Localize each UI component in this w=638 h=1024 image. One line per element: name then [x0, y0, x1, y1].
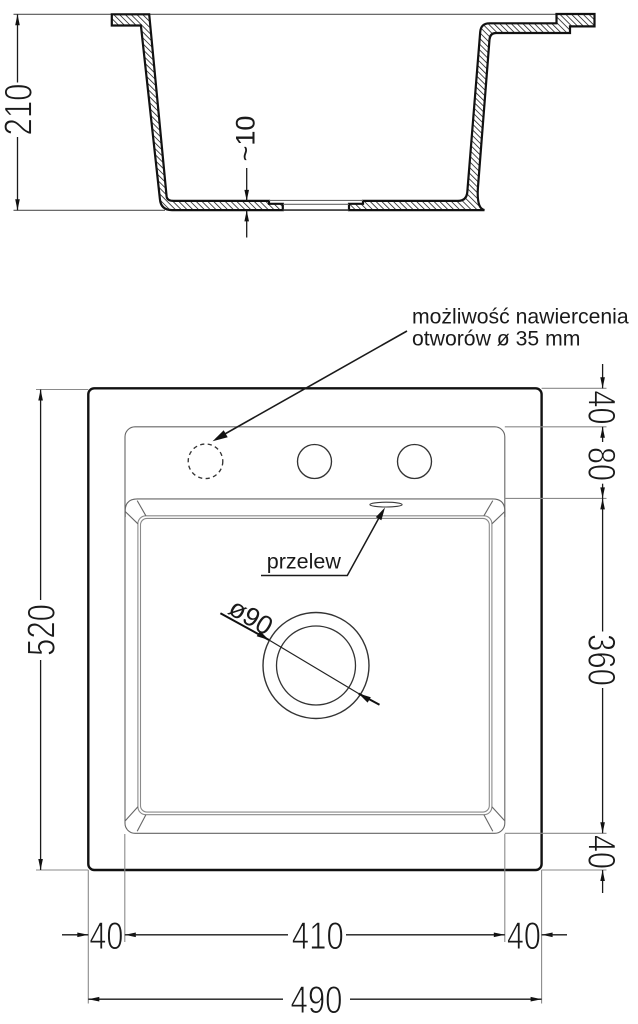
svg-text:490: 490 — [291, 979, 343, 1022]
svg-text:możliwość nawiercenia: możliwość nawiercenia — [412, 306, 629, 329]
svg-text:~10: ~10 — [231, 116, 261, 162]
svg-text:40: 40 — [507, 915, 541, 958]
svg-text:40: 40 — [89, 915, 123, 958]
svg-text:40: 40 — [580, 835, 623, 869]
svg-text:80: 80 — [580, 447, 623, 481]
svg-text:360: 360 — [580, 634, 623, 686]
svg-text:210: 210 — [0, 84, 41, 136]
svg-text:otworów ø 35 mm: otworów ø 35 mm — [412, 328, 580, 351]
svg-text:520: 520 — [21, 604, 64, 656]
svg-text:410: 410 — [292, 915, 344, 958]
svg-text:40: 40 — [580, 391, 623, 425]
svg-text:przelew: przelew — [267, 549, 342, 573]
